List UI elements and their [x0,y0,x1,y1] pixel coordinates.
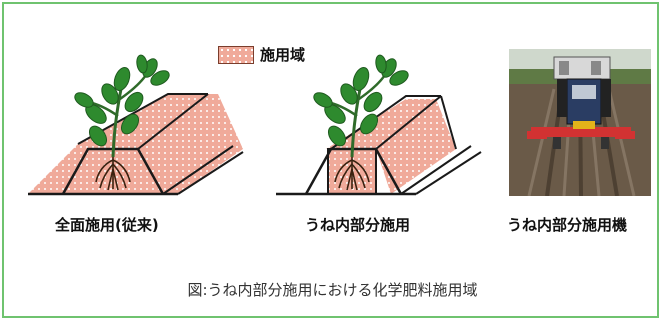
plant-leaves [313,54,409,147]
caption-full-application: 全面施用(従来) [55,216,159,234]
plant-leaves [74,54,170,147]
application-area-swatch [218,45,254,64]
partial-application-diagram [276,54,482,196]
full-application-diagram [28,54,244,196]
caption-applicator-machine: うね内部分施用機 [507,216,628,234]
legend: 施用域 [218,44,305,65]
application-area [28,94,243,194]
legend-label: 施用域 [260,46,306,64]
machine-body [527,56,635,149]
caption-partial-application: うね内部分施用 [305,216,411,234]
figure-caption: 図:うね内部分施用における化学肥料施用域 [187,281,478,299]
applicator-machine-photo [509,49,651,196]
roots [95,157,131,191]
roots [334,157,370,191]
figure-frame: 施用域 [2,2,659,318]
